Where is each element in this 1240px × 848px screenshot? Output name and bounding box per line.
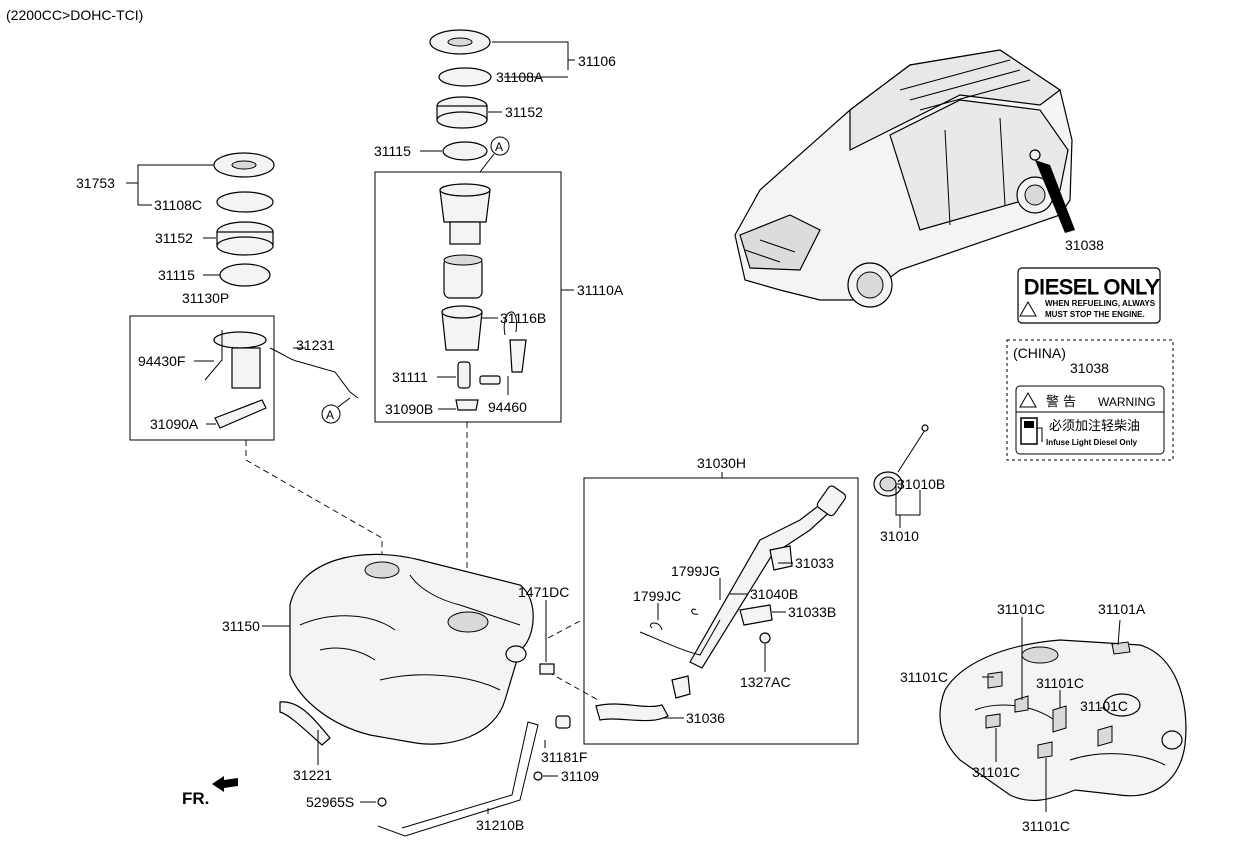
sender-assembly-box [129, 315, 275, 441]
china-label-box [1006, 339, 1174, 461]
clip [539, 663, 555, 675]
part-31150: 31150 [222, 618, 260, 634]
part-31010B: 31010B [897, 476, 945, 492]
part-52965S: 52965S [306, 794, 354, 810]
filler-neck-box [583, 477, 859, 745]
part-31030H: 31030H [697, 455, 746, 471]
diesel-only-line3: MUST STOP THE ENGINE. [1045, 310, 1145, 319]
tank-labels-view [939, 639, 1187, 801]
part-31040B: 31040B [750, 586, 798, 602]
warning-triangle-icon-cn [1019, 391, 1037, 408]
part-31130P: 31130P [182, 290, 229, 306]
part-31108C: 31108C [154, 197, 202, 213]
china-part-31038: 31038 [1070, 360, 1109, 376]
bolt [377, 797, 387, 807]
part-31036: 31036 [686, 710, 725, 726]
part-31221: 31221 [293, 767, 332, 783]
part-31115-top: 31115 [374, 143, 411, 159]
part-31115-left: 31115 [158, 267, 195, 283]
part-31038-top: 31038 [1065, 237, 1104, 253]
warning-triangle-icon [1019, 300, 1037, 317]
part-31181F: 31181F [541, 749, 587, 765]
part-31106: 31106 [578, 53, 616, 69]
part-94460: 94460 [488, 399, 527, 415]
part-31110A: 31110A [577, 282, 624, 298]
china-region-label: (CHINA) [1013, 345, 1066, 361]
fuel-pump-icon [1020, 417, 1043, 445]
part-1327AC: 1327AC [740, 674, 791, 690]
part-31090B: 31090B [385, 401, 433, 417]
part-94430F: 94430F [138, 353, 185, 369]
part-31116B: 31116B [500, 310, 546, 326]
diesel-only-label: DIESEL ONLY WHEN REFUELING, ALWAYS MUST … [1017, 267, 1161, 324]
china-warning-cn: 警 告 [1046, 394, 1076, 410]
front-arrow-icon [212, 776, 238, 792]
part-31101C-d: 31101C [1080, 698, 1128, 714]
china-text-en: Infuse Light Diesel Only [1046, 438, 1138, 447]
part-31033B: 31033B [788, 604, 836, 620]
part-1471DC: 1471DC [518, 584, 569, 600]
pump-cover-group [429, 29, 492, 161]
tank-strap [377, 721, 539, 837]
part-31101C-b: 31101C [900, 669, 948, 685]
ref-a-top: A [495, 140, 503, 154]
part-1799JC: 1799JC [633, 588, 681, 604]
part-31101C-a: 31101C [997, 601, 1045, 617]
part-31090A: 31090A [150, 416, 199, 432]
sender-module-parts [204, 330, 359, 429]
part-31101C-f: 31101C [1022, 818, 1070, 834]
china-warning-en: WARNING [1098, 395, 1156, 409]
part-31101C-c: 31101C [1036, 675, 1084, 691]
diesel-only-title: DIESEL ONLY [1024, 276, 1159, 299]
part-31210B: 31210B [476, 817, 524, 833]
nut [533, 771, 543, 781]
part-31152-top: 31152 [505, 104, 543, 120]
part-31101C-e: 31101C [972, 764, 1020, 780]
part-31108A: 31108A [496, 69, 544, 85]
fuel-cap [873, 424, 929, 497]
diesel-only-line2: WHEN REFUELING, ALWAYS [1045, 299, 1156, 308]
ref-a-left: A [326, 408, 334, 422]
part-31231: 31231 [296, 337, 335, 353]
front-label: FR. [182, 789, 209, 808]
bushing [555, 715, 571, 729]
part-31109: 31109 [561, 768, 599, 784]
filler-neck-parts [595, 485, 847, 722]
sender-cover-group [213, 152, 275, 287]
fuel-tank [289, 553, 534, 745]
engine-label: (2200CC>DOHC-TCI) [6, 7, 143, 23]
part-31753: 31753 [76, 175, 115, 191]
part-31111: 31111 [392, 369, 428, 385]
part-31101A: 31101A [1098, 601, 1146, 617]
reference-circle-a-left [321, 404, 341, 424]
china-warning-label: 警 告 WARNING 必须加注轻柴油 Infuse Light Diesel … [1015, 385, 1165, 455]
pump-assembly-box [374, 171, 562, 423]
part-31152-left: 31152 [155, 230, 193, 246]
vehicle-illustration [734, 49, 1073, 308]
reference-circle-a-top [490, 136, 510, 156]
pump-module-parts [439, 183, 527, 411]
part-31033: 31033 [795, 555, 834, 571]
part-31010: 31010 [880, 528, 919, 544]
part-1799JG: 1799JG [671, 563, 720, 579]
china-text-cn: 必须加注轻柴油 [1049, 419, 1140, 434]
